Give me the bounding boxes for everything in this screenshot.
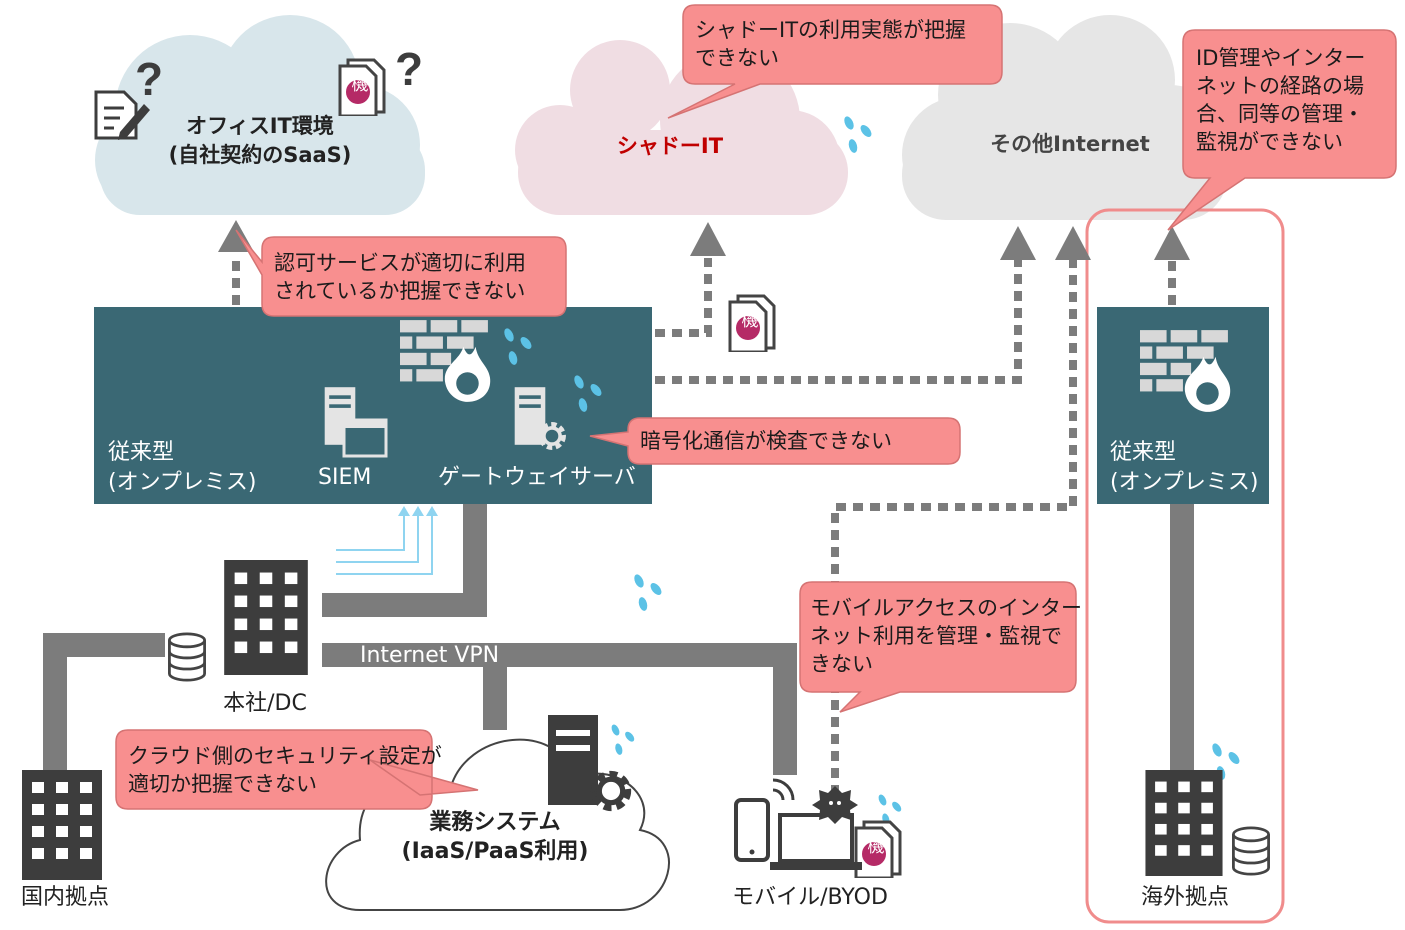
droplet-icon xyxy=(632,572,664,612)
callout-encrypted: 暗号化通信が検査できない xyxy=(640,429,892,453)
database-icon xyxy=(167,632,207,682)
smartphone-icon xyxy=(734,798,770,862)
cloud-shadow-title: シャドーIT xyxy=(616,134,724,158)
arrow-to-internet-3 xyxy=(1154,226,1190,260)
onprem-main-box xyxy=(94,307,652,504)
business-server-icon xyxy=(548,715,598,805)
database-icon xyxy=(1231,826,1271,876)
siem-label: SIEM xyxy=(318,465,372,490)
overseas-site-label: 海外拠点 xyxy=(1140,885,1229,910)
cloud-internet-title: その他Internet xyxy=(990,132,1150,156)
cloud-business-title: 業務システム (IaaS/PaaS利用) xyxy=(401,810,589,864)
laptop-icon xyxy=(770,813,862,870)
network-pipes xyxy=(43,503,1194,775)
question-mark-icon: ? xyxy=(135,53,163,105)
domestic-site-label: 国内拠点 xyxy=(20,885,109,910)
arrow-to-shadow xyxy=(690,222,726,256)
arrow-to-internet-1 xyxy=(1000,226,1036,260)
confidential-mark: 機 xyxy=(741,311,759,331)
confidential-mark: 機 xyxy=(351,75,369,95)
onprem-overseas-label: 従来型 (オンプレミス) xyxy=(1110,440,1259,495)
building-icon-hq xyxy=(224,560,308,675)
callout-auth-service: 認可サービスが適切に利用 されているか把握できない xyxy=(274,251,526,303)
gateway-server-icon xyxy=(512,385,548,447)
dotted-connectors xyxy=(232,258,1176,790)
question-mark-icon: ? xyxy=(395,43,423,95)
confidential-mark: 機 xyxy=(867,837,885,857)
callout-mobile-access: モバイルアクセスのインター ネット利用を管理・監視で きない xyxy=(810,596,1082,676)
gateway-label: ゲートウェイサーバ xyxy=(438,465,636,490)
building-icon-overseas xyxy=(1145,770,1223,876)
callout-shape-id xyxy=(1167,29,1397,231)
callout-id-route: ID管理やインター ネットの経路の場 合、同等の管理・ 監視ができない xyxy=(1196,46,1366,154)
wifi-icon xyxy=(772,778,795,801)
callout-shape-shadow xyxy=(667,4,1003,119)
callout-shapes xyxy=(115,4,1397,810)
arrow-to-internet-2 xyxy=(1055,226,1091,260)
cloud-other-internet xyxy=(902,15,1227,220)
internet-vpn-label: Internet VPN xyxy=(360,643,500,668)
mobile-byod-label: モバイル/BYOD xyxy=(732,885,888,910)
callout-shadow-it: シャドーITの利用実態が把握 できない xyxy=(695,18,967,70)
virus-icon xyxy=(812,786,858,824)
log-arrows xyxy=(336,510,433,575)
callout-shape-encrypted xyxy=(589,417,961,465)
building-icon-domestic xyxy=(22,770,102,880)
cloud-shadow-it xyxy=(515,40,848,215)
cloud-office-title: オフィスIT環境 (自社契約のSaaS) xyxy=(168,114,352,167)
droplet-icon xyxy=(610,723,636,756)
callout-shape-auth xyxy=(235,229,567,317)
hq-dc-label: 本社/DC xyxy=(223,691,307,716)
callout-cloud-security: クラウド側のセキュリティ設定が 適切か把握できない xyxy=(128,744,442,796)
siem-window-icon xyxy=(342,418,388,458)
callout-shape-cloudsec xyxy=(115,729,479,810)
onprem-main-label: 従来型 (オンプレミス) xyxy=(108,440,257,495)
document-pen-icon xyxy=(94,90,150,140)
callout-shape-mobile xyxy=(799,581,1077,713)
droplet-icon xyxy=(842,114,874,154)
